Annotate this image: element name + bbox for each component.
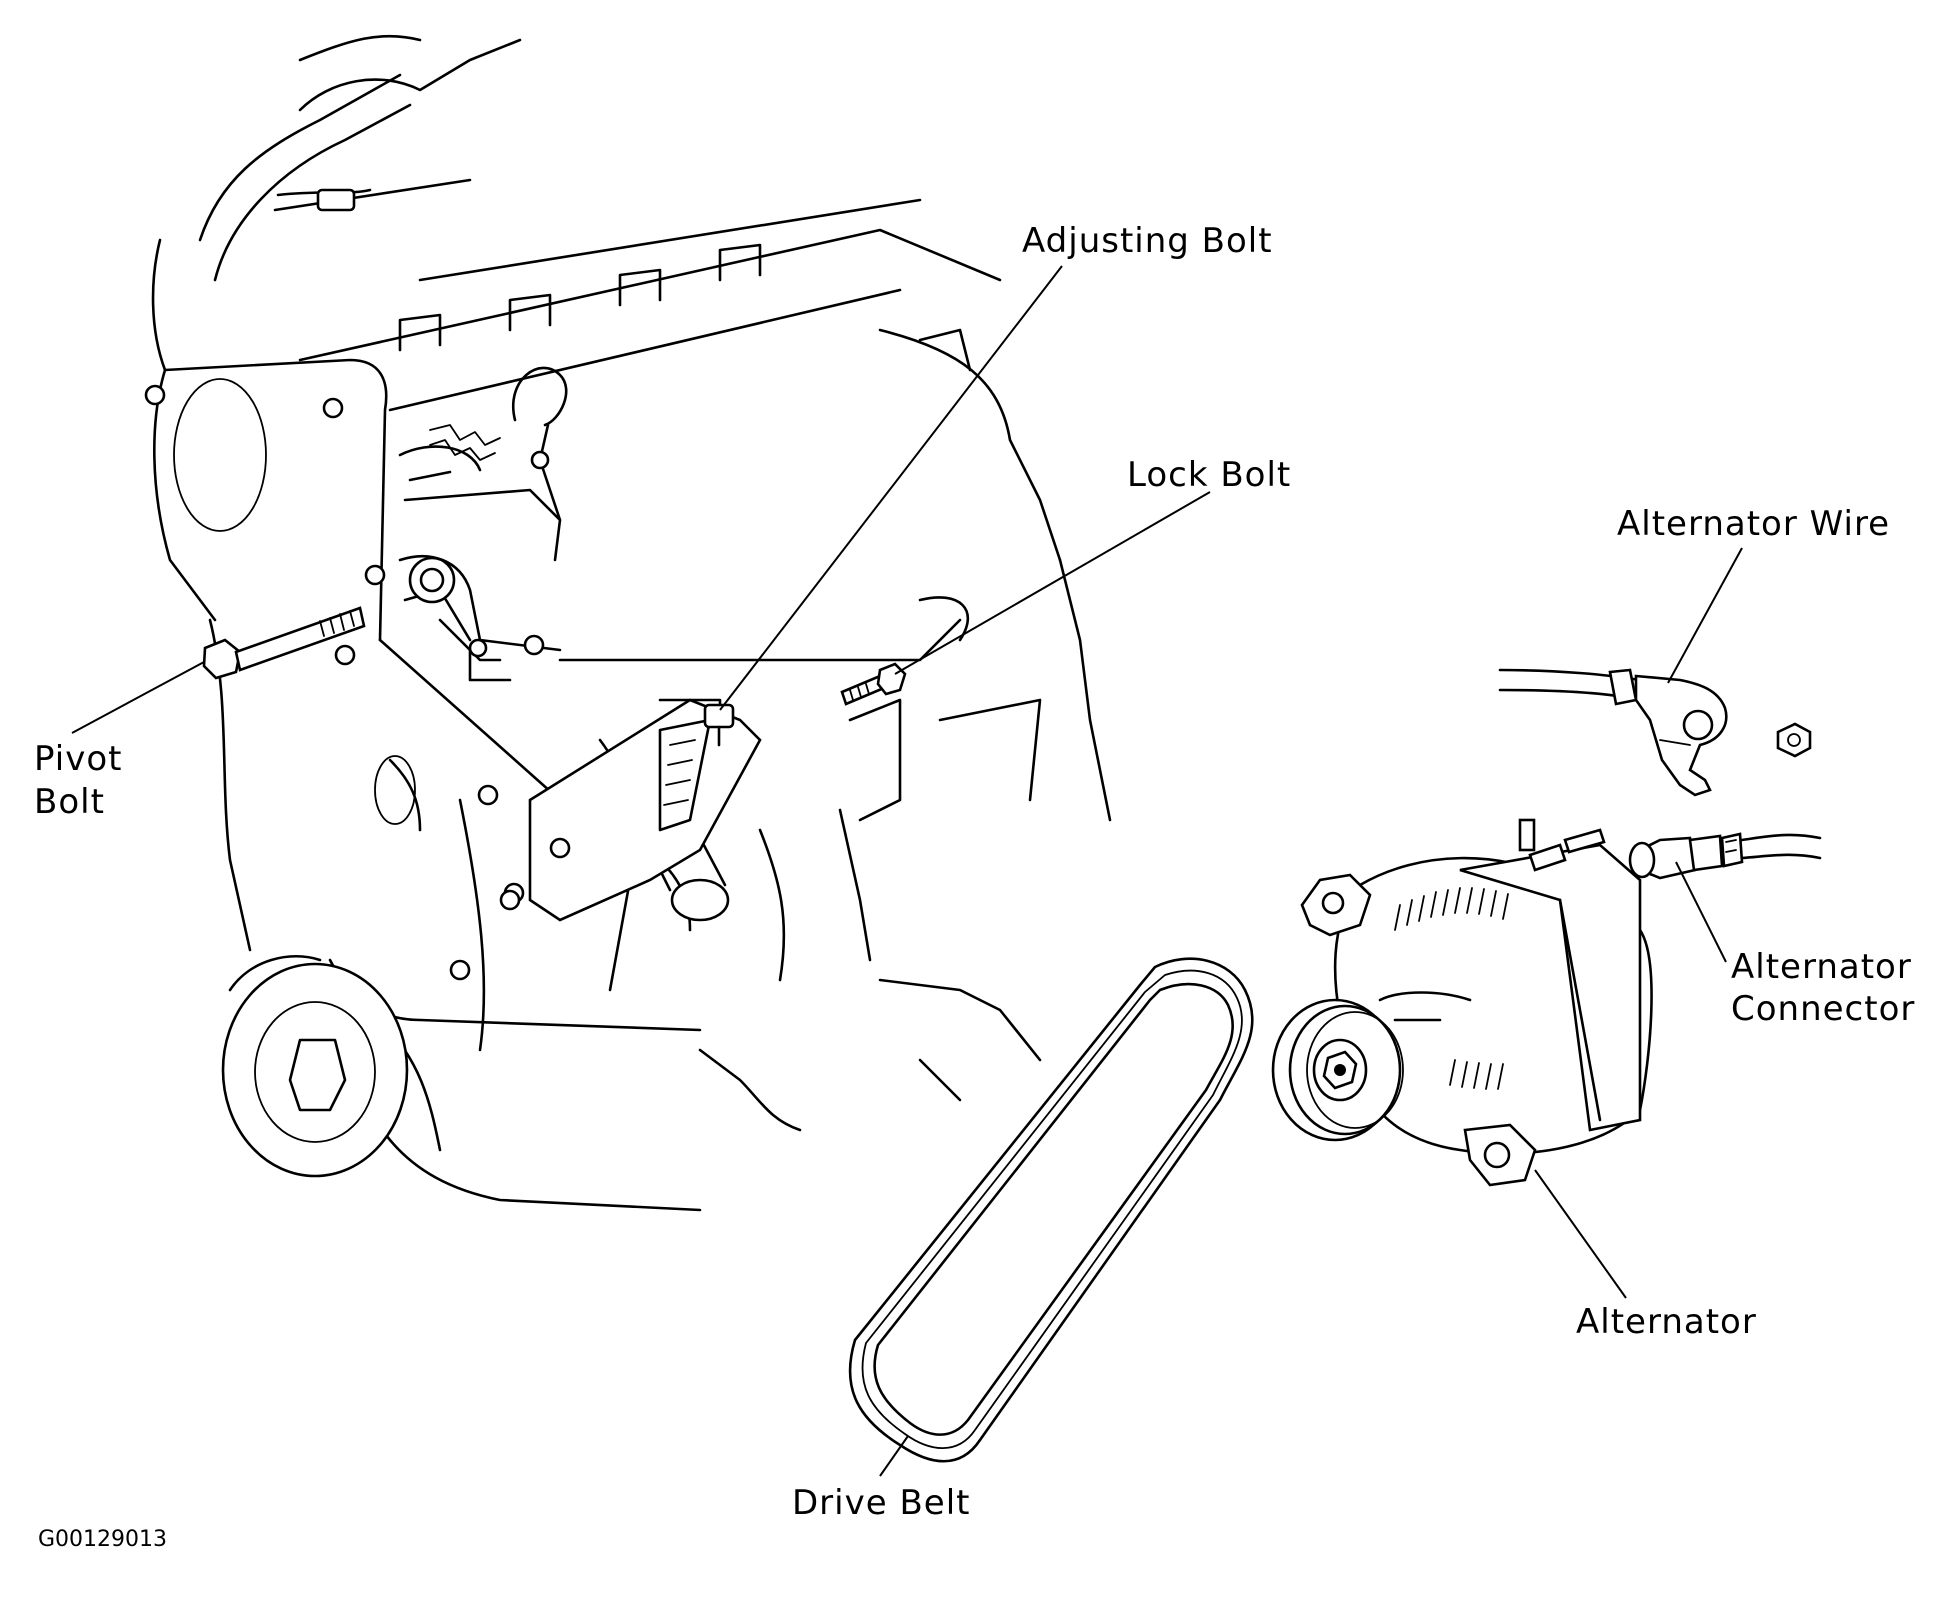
figure-id: G00129013: [38, 1527, 167, 1552]
adjusting-bolt-label: Adjusting Bolt: [1022, 221, 1273, 261]
alternator-label: Alternator: [1576, 1302, 1757, 1342]
drive-belt-illustration: [848, 957, 1254, 1463]
alternator-illustration: [1271, 818, 1653, 1187]
alternator-wire-illustration: [1498, 668, 1812, 797]
lock-bolt-label: Lock Bolt: [1127, 455, 1291, 495]
alternator-connector-illustration: [1628, 832, 1822, 880]
pivot-bolt-label-line2: Bolt: [34, 782, 105, 822]
lock-bolt-illustration: [840, 662, 907, 706]
alternator-connector-label-line1: Alternator: [1731, 947, 1912, 987]
alternator-wire-label: Alternator Wire: [1617, 504, 1890, 544]
drive-belt-label: Drive Belt: [792, 1483, 970, 1523]
engine-block-illustration: [144, 34, 1112, 1212]
pivot-bolt-illustration: [202, 606, 366, 680]
leader-lines: [71, 265, 1743, 1477]
cooling-vents: [1394, 887, 1509, 1090]
alternator-connector-label-line2: Connector: [1731, 989, 1915, 1029]
pivot-bolt-label-line1: Pivot: [34, 739, 122, 779]
